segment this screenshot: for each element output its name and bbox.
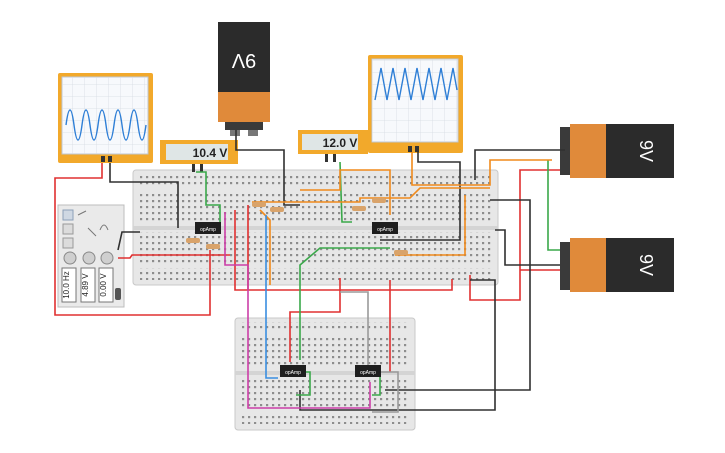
battery-top-label: 9V [231, 49, 256, 71]
resistors [186, 198, 408, 255]
battery-right-top-label: 9V [636, 140, 656, 162]
fg-amplitude: 4.89 V [81, 273, 90, 297]
battery-right-bottom-label: 9V [636, 254, 656, 276]
battery-top[interactable]: 9V [218, 22, 270, 136]
function-generator[interactable]: 10.0 Hz 4.89 V 0.00 V [57, 204, 125, 308]
multimeter-left[interactable]: 10.4 V [160, 140, 238, 172]
oscilloscope-left[interactable] [58, 73, 153, 163]
chip-lower-right[interactable]: opAmp [355, 365, 381, 377]
wires [54, 130, 565, 413]
chip-main-right[interactable]: opAmp [372, 222, 398, 234]
multimeter-left-reading: 10.4 V [193, 146, 228, 160]
fg-offset: 0.00 V [99, 273, 108, 297]
chip-lower-right-label: opAmp [360, 370, 376, 376]
chip-main-right-label: opAmp [377, 227, 393, 233]
oscilloscope-right[interactable] [368, 55, 463, 153]
multimeter-right[interactable]: 12.0 V [298, 130, 368, 162]
chip-main-left[interactable]: opAmp [195, 222, 221, 234]
chip-lower-left-label: opAmp [285, 370, 301, 376]
battery-right-bottom[interactable]: 9V [560, 238, 674, 292]
lower-breadboard[interactable] [234, 317, 416, 431]
fg-frequency: 10.0 Hz [62, 271, 71, 299]
battery-right-top[interactable]: 9V [560, 124, 674, 178]
chip-lower-left[interactable]: opAmp [280, 365, 306, 377]
chip-main-left-label: opAmp [200, 227, 216, 233]
multimeter-right-reading: 12.0 V [323, 136, 358, 150]
